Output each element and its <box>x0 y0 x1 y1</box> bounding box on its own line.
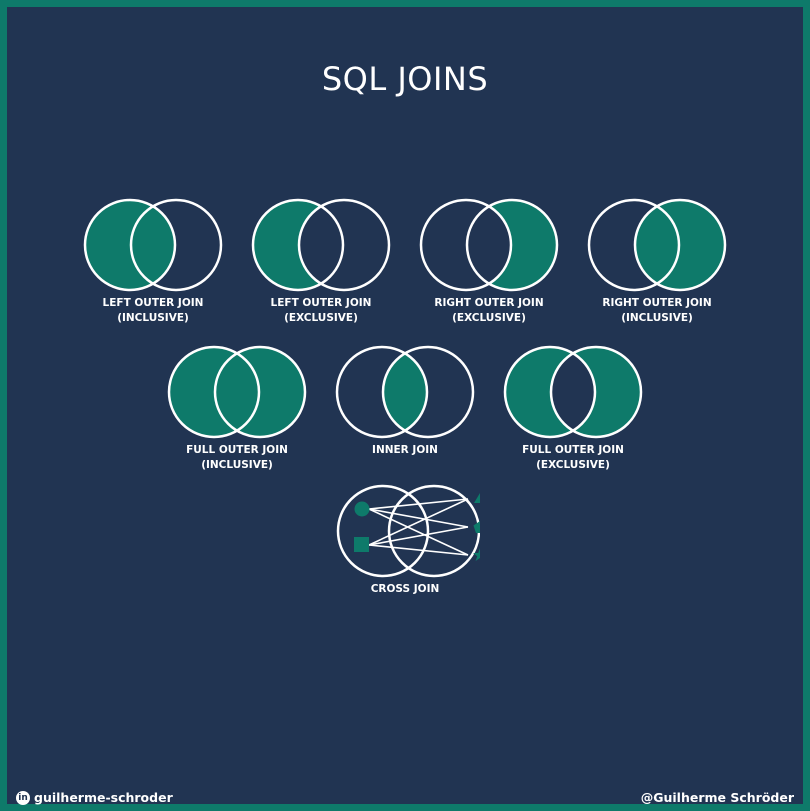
join-label-line1: LEFT OUTER JOIN <box>102 297 204 309</box>
left-circle <box>83 198 177 292</box>
join-left-outer-exclusive: LEFT OUTER JOIN (EXCLUSIVE) <box>236 198 406 326</box>
left-circle <box>167 345 261 439</box>
venn-right-exclusive <box>419 198 559 292</box>
venn-cross <box>336 484 480 578</box>
left-circle <box>419 198 513 292</box>
join-inner: INNER JOIN <box>320 345 490 458</box>
page-title: SQL JOINS <box>321 60 489 98</box>
join-label: CROSS JOIN <box>320 582 490 597</box>
square-icon <box>354 537 369 552</box>
linkedin-icon: in <box>16 790 30 805</box>
venn-full-exclusive <box>503 345 643 439</box>
left-circle <box>587 198 681 292</box>
linkedin-handle: guilherme-schroder <box>34 790 173 805</box>
venn-right-inclusive <box>587 198 727 292</box>
venn-left-exclusive <box>251 198 391 292</box>
right-circle <box>633 198 727 292</box>
join-label-line2: (EXCLUSIVE) <box>452 312 526 324</box>
join-label: LEFT OUTER JOIN (EXCLUSIVE) <box>236 296 406 326</box>
cross-join-links <box>368 498 469 556</box>
right-circle <box>297 198 391 292</box>
join-full-outer-exclusive: FULL OUTER JOIN (EXCLUSIVE) <box>488 345 658 473</box>
venn-left-inclusive <box>83 198 223 292</box>
join-label-line2: (EXCLUSIVE) <box>284 312 358 324</box>
join-label-line2: (INCLUSIVE) <box>201 459 273 471</box>
pentagon-icon <box>473 521 480 533</box>
join-label-line2: (INCLUSIVE) <box>621 312 693 324</box>
join-label: LEFT OUTER JOIN (INCLUSIVE) <box>68 296 238 326</box>
join-label: FULL OUTER JOIN (EXCLUSIVE) <box>488 443 658 473</box>
join-label-line1: RIGHT OUTER JOIN <box>434 297 544 309</box>
join-label-line1: CROSS JOIN <box>370 583 440 595</box>
join-label-line1: INNER JOIN <box>372 444 438 456</box>
join-label-line1: LEFT OUTER JOIN <box>270 297 372 309</box>
join-label-line2: (EXCLUSIVE) <box>536 459 610 471</box>
join-label: INNER JOIN <box>320 443 490 458</box>
right-circle <box>129 198 223 292</box>
right-circle <box>549 345 643 439</box>
footer-linkedin: in guilherme-schroder <box>16 790 173 805</box>
left-circle <box>251 198 345 292</box>
join-label-line2: (INCLUSIVE) <box>117 312 189 324</box>
join-right-outer-exclusive: RIGHT OUTER JOIN (EXCLUSIVE) <box>404 198 574 326</box>
join-label: RIGHT OUTER JOIN (EXCLUSIVE) <box>404 296 574 326</box>
join-cross: CROSS JOIN <box>320 484 490 597</box>
intersection-fill <box>383 347 427 437</box>
right-circle <box>465 198 559 292</box>
left-circle <box>335 345 429 439</box>
right-circle <box>213 345 307 439</box>
venn-full-inclusive <box>167 345 307 439</box>
join-label: RIGHT OUTER JOIN (INCLUSIVE) <box>572 296 742 326</box>
join-right-outer-inclusive: RIGHT OUTER JOIN (INCLUSIVE) <box>572 198 742 326</box>
left-circle <box>503 345 597 439</box>
join-label-line1: FULL OUTER JOIN <box>522 444 624 456</box>
circle-icon <box>354 501 370 517</box>
join-left-outer-inclusive: LEFT OUTER JOIN (INCLUSIVE) <box>68 198 238 326</box>
star-icon <box>473 548 480 561</box>
triangle-icon <box>474 493 480 503</box>
footer-author: @Guilherme Schröder <box>641 790 794 805</box>
join-full-outer-inclusive: FULL OUTER JOIN (INCLUSIVE) <box>152 345 322 473</box>
join-label-line1: RIGHT OUTER JOIN <box>602 297 712 309</box>
join-label-line1: FULL OUTER JOIN <box>186 444 288 456</box>
join-label: FULL OUTER JOIN (INCLUSIVE) <box>152 443 322 473</box>
author-handle: @Guilherme Schröder <box>640 790 794 805</box>
venn-inner <box>335 345 475 439</box>
left-circle <box>336 484 430 578</box>
right-circle <box>381 345 475 439</box>
